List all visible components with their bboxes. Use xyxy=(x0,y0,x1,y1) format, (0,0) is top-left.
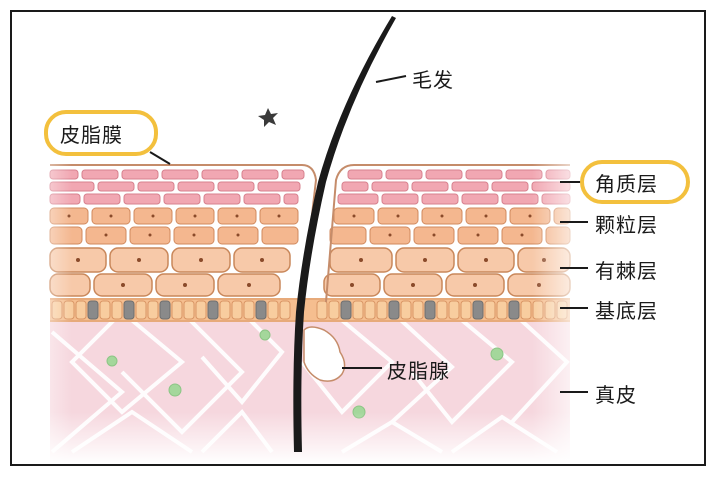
sebaceous-gland-label: 皮脂腺 xyxy=(387,359,450,383)
hair-label: 毛发 xyxy=(412,68,454,92)
stratum-basale-label: 基底层 xyxy=(595,299,658,323)
skin-layers-diagram xyxy=(12,16,704,464)
sebum-film-highlight xyxy=(44,110,158,156)
stratum-corneum-label: 角质层 xyxy=(595,172,658,196)
stratum-spinosum-label: 有棘层 xyxy=(595,259,658,283)
sebum-film xyxy=(50,164,570,303)
sebum-film-label: 皮脂膜 xyxy=(60,123,123,147)
corneum-layer xyxy=(49,169,571,205)
dust-particle-icon xyxy=(258,108,278,127)
dermis-label: 真皮 xyxy=(595,383,637,407)
hair-shaft xyxy=(293,16,396,452)
basale-layer xyxy=(50,298,570,322)
sebum-film-leader-line xyxy=(149,151,171,165)
sebaceous-gland xyxy=(303,326,346,382)
hair-leader-line xyxy=(375,75,407,83)
diagram-frame: 皮脂膜 毛发 角质层 颗粒层 有棘层 基底层 皮脂腺 真皮 xyxy=(10,10,706,466)
corneum-highlight xyxy=(580,160,690,204)
stratum-granulosum-label: 颗粒层 xyxy=(595,213,658,237)
